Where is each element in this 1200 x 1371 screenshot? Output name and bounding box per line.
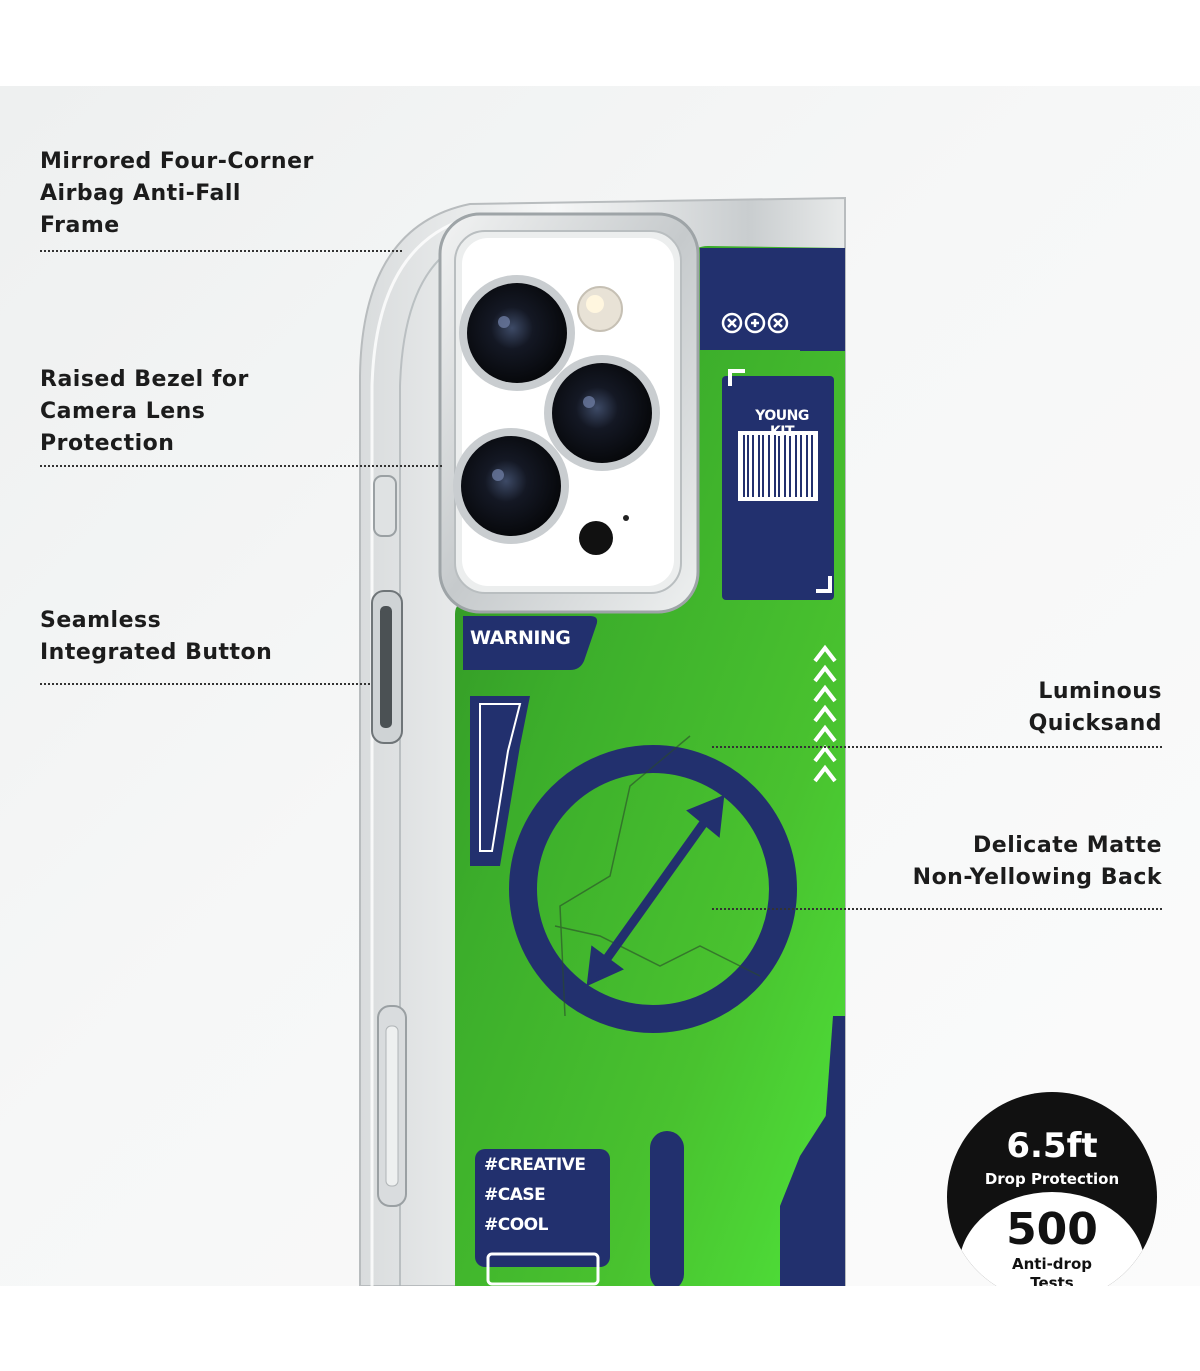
feature-bezel-leader [40, 465, 442, 467]
feature-frame-label: Mirrored Four-Corner Airbag Anti-Fall Fr… [40, 149, 314, 238]
tag-case: #CASE [484, 1185, 546, 1205]
warning-print: WARNING [470, 627, 571, 649]
test-count: 500 [1006, 1204, 1098, 1255]
feature-frame-leader [40, 250, 402, 252]
camera-lenses [453, 275, 660, 555]
feature-quicksand-leader [712, 746, 1162, 748]
product-stage: YOUNG KIT WARNING #CREATIVE #CASE #COOL … [0, 86, 1200, 1286]
drop-height-caption: Drop Protection [984, 1170, 1120, 1188]
tag-cool: #COOL [484, 1215, 548, 1235]
brand-print: YOUNG KIT [755, 408, 809, 440]
tag-creative: #CREATIVE [484, 1155, 586, 1175]
test-count-caption: Anti-drop Tests [1011, 1255, 1092, 1286]
feature-back-label: Delicate Matte Non-Yellowing Back [912, 833, 1162, 890]
side-switch [373, 475, 397, 537]
feature-quicksand-label: Luminous Quicksand [1028, 679, 1162, 736]
feature-button-label: Seamless Integrated Button [40, 608, 273, 665]
phone-case-illustration [359, 196, 846, 1286]
feature-bezel-label: Raised Bezel for Camera Lens Protection [40, 367, 249, 456]
magsafe-ring [509, 745, 797, 1033]
feature-back-leader [712, 908, 1162, 910]
feature-button-leader [40, 683, 370, 685]
drop-protection-badge: 6.5ft Drop Protection 500 Anti-drop Test… [947, 1092, 1157, 1286]
drop-height: 6.5ft [1006, 1126, 1098, 1166]
